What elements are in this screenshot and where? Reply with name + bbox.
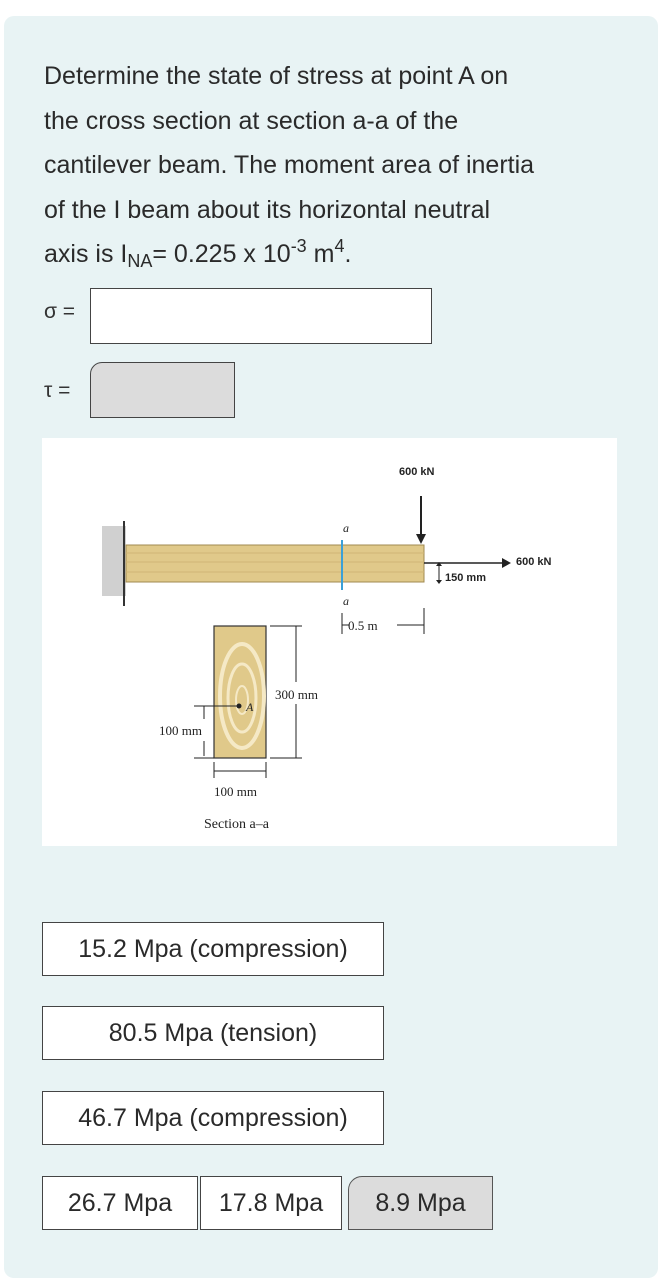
width-label: 100 mm: [214, 784, 257, 799]
option-80-5-tension[interactable]: 80.5 Mpa (tension): [42, 1006, 384, 1060]
cross-section: [213, 625, 267, 759]
option-46-7-compression[interactable]: 46.7 Mpa (compression): [42, 1091, 384, 1145]
sigma-label: σ =: [44, 300, 76, 323]
height-dimension: [270, 625, 302, 759]
point-a-label: A: [245, 700, 254, 714]
point-a-height-label: 100 mm: [159, 723, 202, 738]
question-line-1: Determine the state of stress at point A…: [44, 62, 509, 90]
question-line-3: cantilever beam. The moment area of iner…: [44, 151, 535, 179]
question-line-2: the cross section at section a-a of the: [44, 106, 459, 135]
tau-label: τ =: [44, 379, 71, 402]
height-label: 300 mm: [275, 687, 318, 702]
wall-support: [102, 521, 126, 606]
offset-dimension: [436, 562, 442, 584]
width-dimension: [213, 762, 267, 778]
option-8-9[interactable]: 8.9 Mpa: [348, 1176, 493, 1230]
vertical-load-arrow: [416, 496, 426, 544]
section-bottom-label: a: [343, 594, 349, 608]
distance-dimension: [341, 608, 425, 634]
load-right-label: 600 kN: [516, 556, 552, 568]
question-text: Determine the state of stress at point A…: [44, 54, 634, 277]
tau-drop-zone[interactable]: [90, 362, 235, 418]
beam-figure: a a 600 kN 600 kN 150 mm 0.5 m: [42, 438, 617, 846]
option-26-7[interactable]: 26.7 Mpa: [42, 1176, 198, 1230]
section-top-label: a: [343, 521, 349, 535]
horizontal-load-arrow: [424, 558, 511, 568]
load-top-label: 600 kN: [399, 466, 435, 478]
option-15-2-compression[interactable]: 15.2 Mpa (compression): [42, 922, 384, 976]
section-caption: Section a–a: [204, 817, 270, 832]
point-a-dimension: [194, 705, 237, 759]
question-line-5: axis is INA= 0.225 x 10-3 m4.: [44, 236, 352, 271]
beam-diagram: a a 600 kN 600 kN 150 mm 0.5 m: [102, 466, 552, 832]
offset-label: 150 mm: [445, 572, 486, 584]
distance-label: 0.5 m: [348, 618, 378, 633]
question-line-4: of the I beam about its horizontal neutr…: [44, 195, 491, 224]
option-17-8[interactable]: 17.8 Mpa: [200, 1176, 342, 1230]
beam: [125, 544, 425, 583]
point-a-marker: [236, 703, 242, 709]
sigma-drop-zone[interactable]: [90, 288, 432, 344]
